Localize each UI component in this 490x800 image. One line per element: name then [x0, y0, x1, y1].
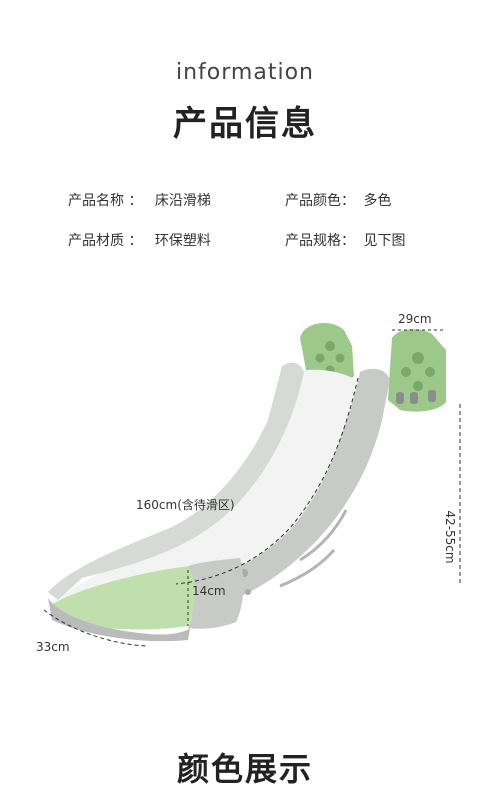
info-material-value: 环保塑料: [154, 233, 211, 249]
info-name-value: 床沿滑梯: [154, 193, 211, 209]
info-material-row: 产品材质 ： 环保塑料: [68, 230, 211, 250]
top-green-panel: [300, 323, 354, 385]
right-side-rail: [150, 368, 390, 622]
left-side-rail: [48, 362, 304, 600]
info-material-label: 产品材质 ：: [68, 233, 143, 249]
dim-height-label: 42-55cm: [443, 510, 457, 564]
dim-slide-length-label: 160cm(含待滑区): [136, 498, 235, 512]
subtitle-english: information: [176, 60, 314, 85]
info-color-label: 产品颜色：: [285, 193, 355, 209]
dim-bottom-width-label: 33cm: [36, 640, 70, 654]
info-color-value: 多色: [363, 193, 392, 209]
dim-inner-height-label: 14cm: [192, 584, 226, 598]
info-name-row: 产品名称 ： 床沿滑梯: [68, 190, 211, 210]
slide-product-image: [43, 323, 461, 647]
info-color-row: 产品颜色： 多色: [285, 190, 391, 210]
runout-side-wall: [188, 558, 244, 629]
info-spec-label: 产品规格：: [285, 233, 355, 249]
info-name-label: 产品名称 ：: [68, 193, 143, 209]
page-title: 产品信息: [173, 104, 317, 144]
dim-top-width-label: 29cm: [398, 312, 432, 326]
info-spec-row: 产品规格： 见下图: [285, 230, 405, 250]
section-title-colors: 颜色展示: [176, 750, 313, 788]
rear-green-panel: [388, 329, 446, 412]
runout-green-area: [52, 566, 196, 630]
info-spec-value: 见下图: [363, 233, 406, 249]
dim-line-bottom: [43, 609, 147, 647]
